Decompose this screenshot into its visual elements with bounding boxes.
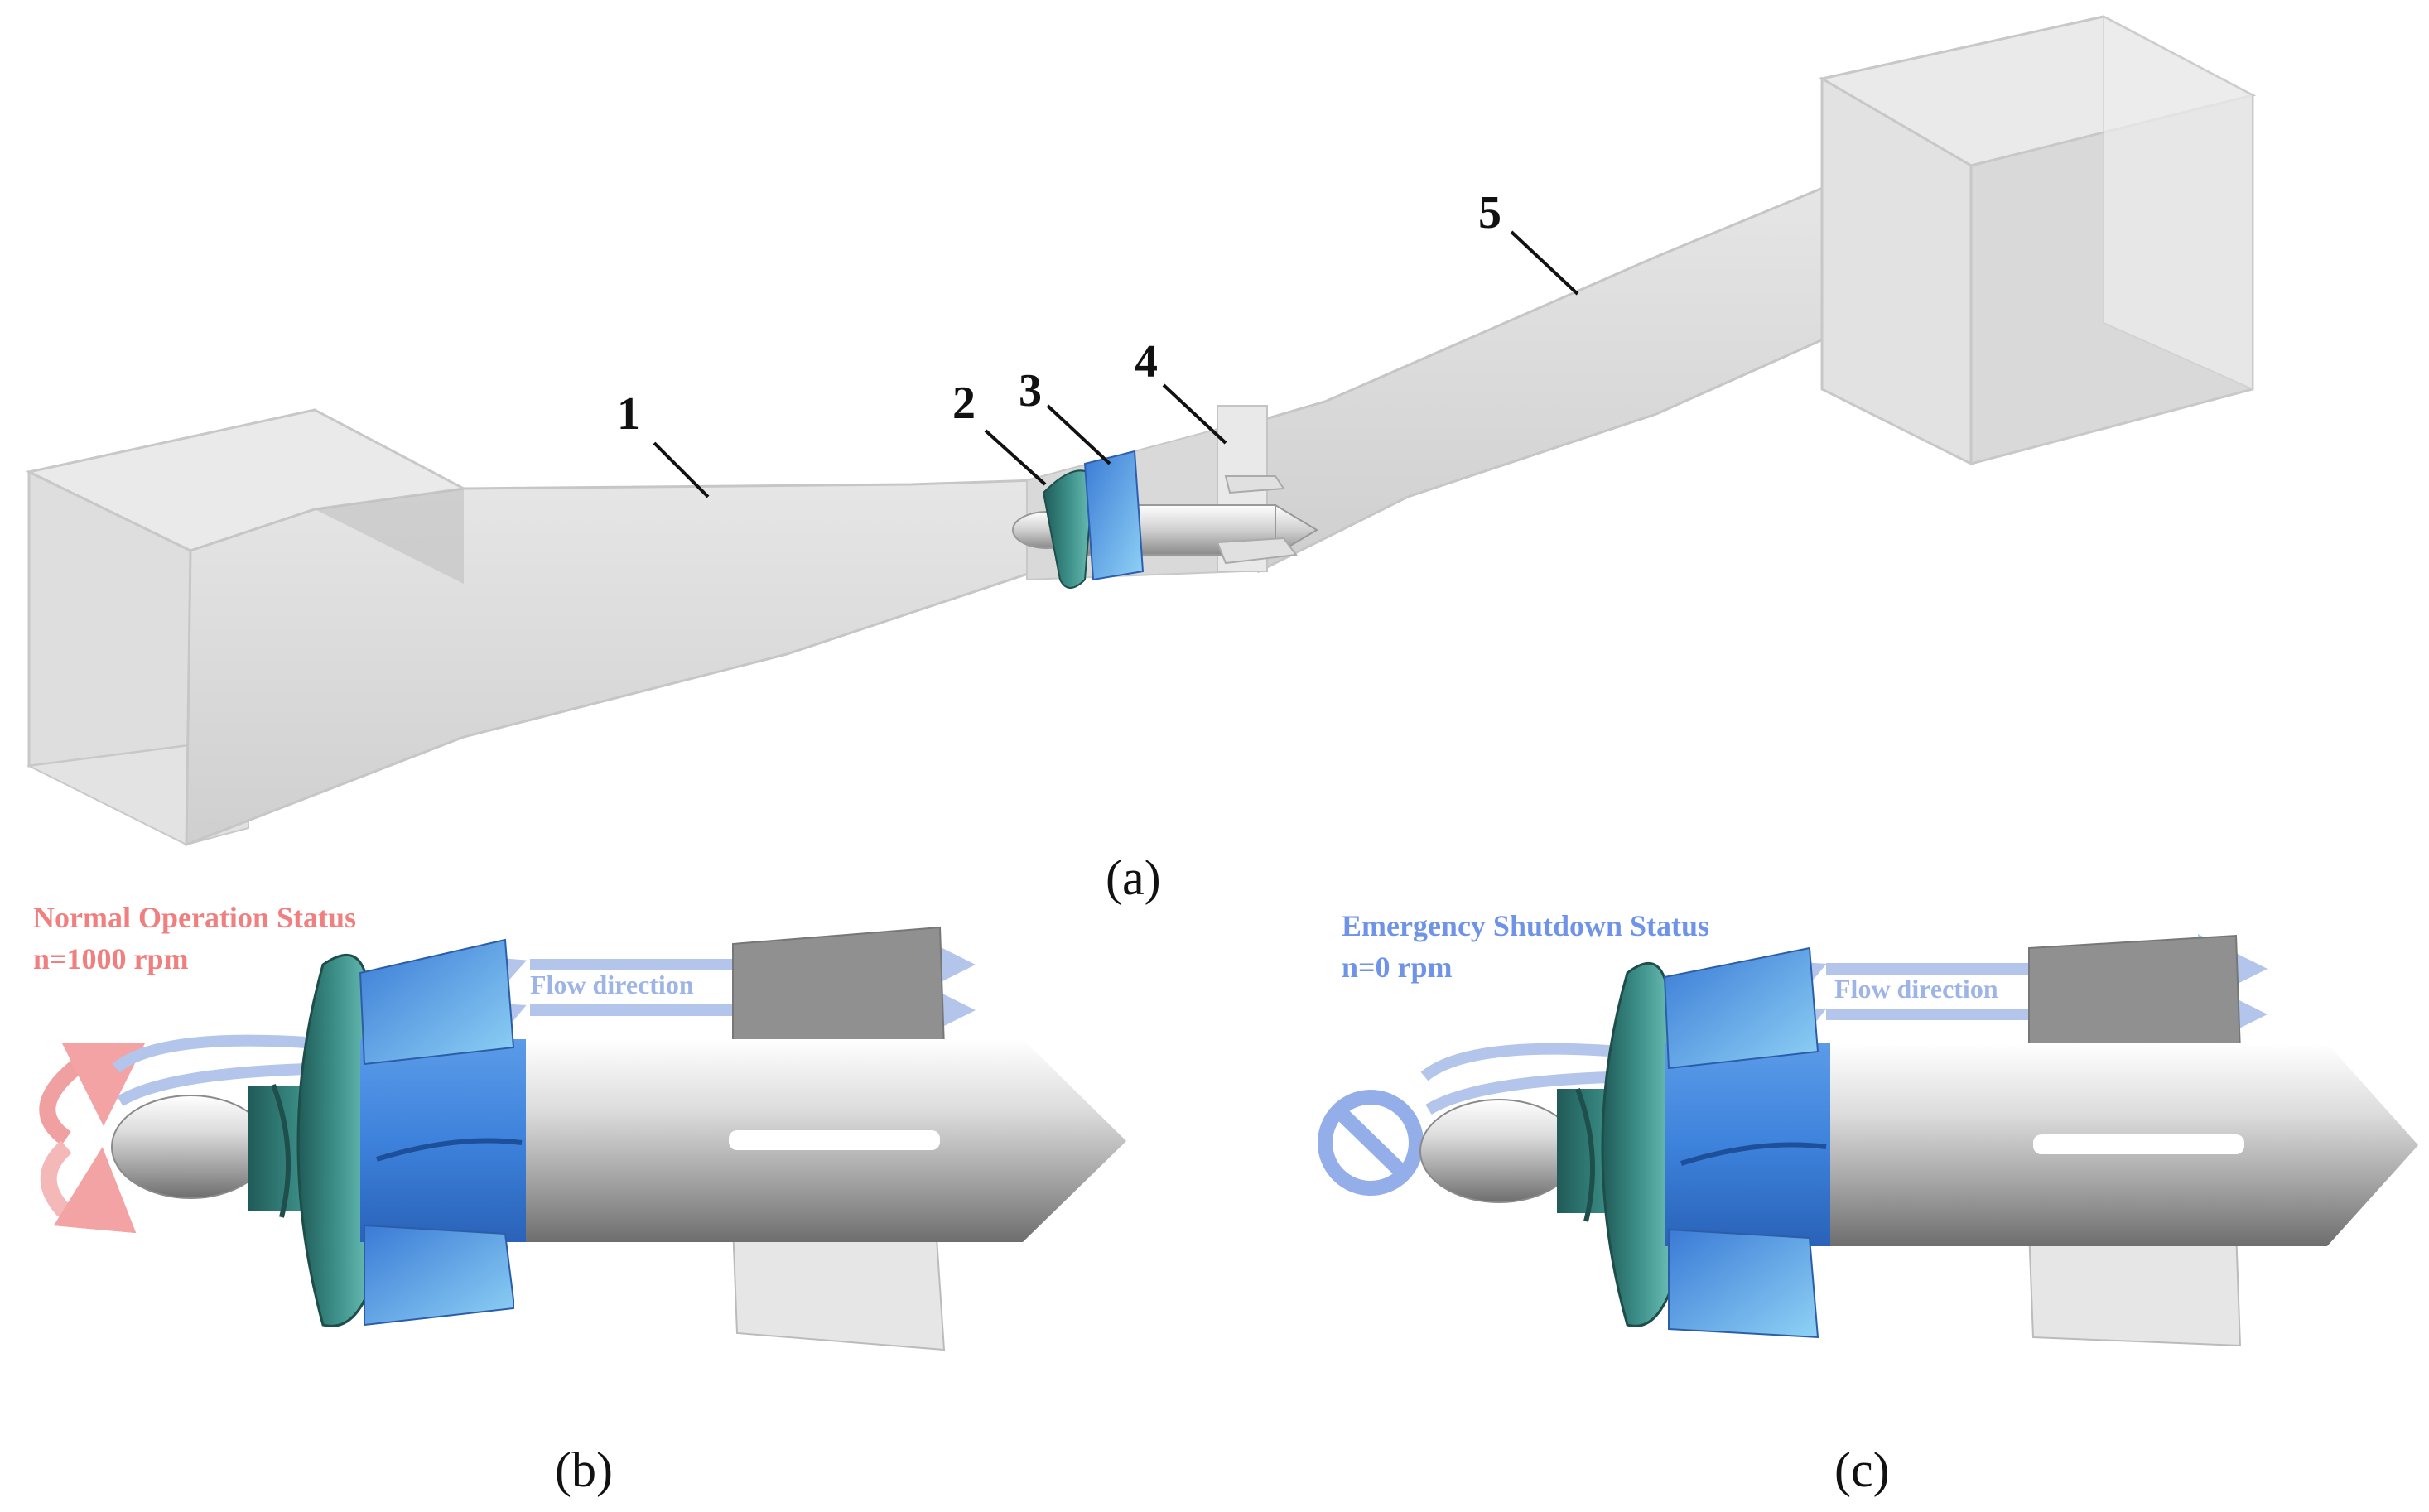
rear-fin-upper-b	[732, 926, 946, 1057]
inlet-channel	[25, 408, 1037, 847]
guide-vane-lower-c	[1668, 1228, 1819, 1339]
tail-cone-b	[1023, 1039, 1126, 1242]
callout-5: 5	[1478, 187, 1501, 238]
guide-vane-upper-c	[1663, 946, 1819, 1070]
flow-direction-label-b: Flow direction	[530, 970, 694, 999]
pump-unit-small	[1012, 450, 1318, 589]
callout-1: 1	[617, 388, 640, 440]
hub-nose-b	[111, 1095, 270, 1199]
flow-direction-label-c: Flow direction	[1834, 974, 1998, 1004]
callout-2: 2	[952, 378, 976, 429]
rear-fin-lower-b	[731, 1225, 946, 1351]
guide-vane-upper-b	[359, 938, 515, 1066]
tail-cone-c	[2327, 1043, 2418, 1246]
outlet-channel	[1224, 15, 2257, 574]
panel-b-label: (b)	[555, 1442, 613, 1497]
callout-4: 4	[1135, 336, 1158, 388]
callout-3: 3	[1019, 365, 1042, 417]
body-slot-c	[2033, 1134, 2244, 1154]
rear-fin-lower-c	[2027, 1229, 2242, 1347]
prohibited-icon	[1318, 1090, 1424, 1196]
rear-fin-upper-c	[2028, 934, 2242, 1057]
rotation-arrows-icon	[39, 1043, 145, 1234]
panel-c-label: (c)	[1834, 1442, 1890, 1497]
guide-vane-lower-b	[364, 1224, 514, 1327]
body-slot-b	[729, 1130, 940, 1150]
impeller-c	[1601, 961, 1675, 1327]
panel-b-status-title: Normal Operation Status	[33, 901, 356, 934]
panel-c: Emergency Shutdown Status n=0 rpm Flow d…	[1318, 909, 2418, 1497]
panel-a: 1 2 3 4 5 (a)	[25, 15, 2257, 905]
panel-b: Normal Operation Status n=1000 rpm Flow …	[33, 901, 1126, 1497]
panel-a-label: (a)	[1106, 850, 1161, 905]
hub-nose-c	[1419, 1099, 1578, 1203]
panel-b-speed: n=1000 rpm	[33, 942, 189, 975]
panel-c-status-title: Emergency Shutdown Status	[1342, 909, 1709, 942]
callout-lines	[653, 230, 1579, 498]
panel-c-speed: n=0 rpm	[1342, 951, 1453, 984]
impeller-b	[296, 953, 374, 1327]
